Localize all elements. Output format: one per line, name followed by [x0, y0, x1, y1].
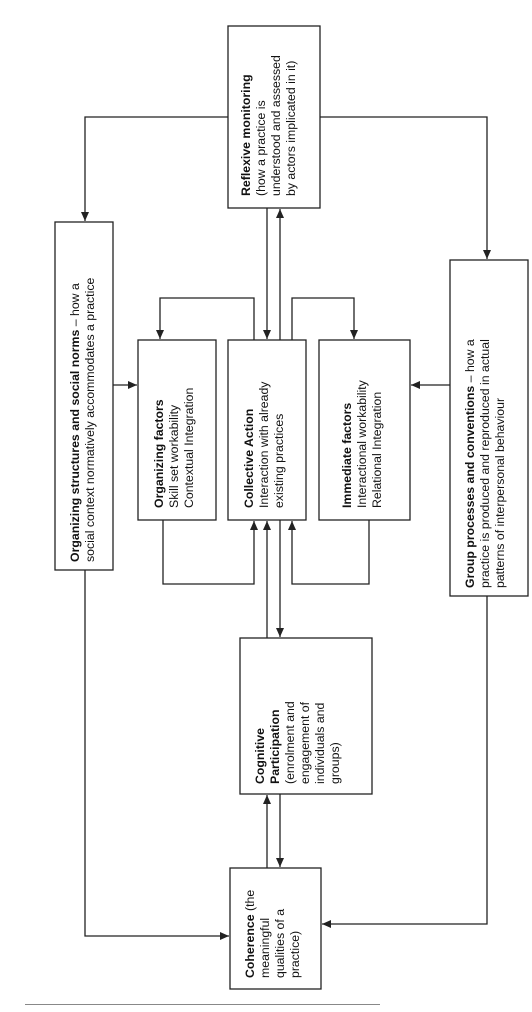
connector-reflexive-to-group-processes [320, 116, 491, 259]
coherence-text: Coherence (the meaningful qualities of a… [243, 886, 302, 978]
connector-group-processes-to-coherence [322, 596, 488, 928]
immediate-factors-box [318, 339, 411, 521]
organizing-structures-text: Organizing structures and social norms –… [68, 278, 97, 562]
organizing-factors-text: Organizing factors Skill set workability… [152, 388, 196, 508]
organizing-structures-box [54, 221, 114, 571]
connector-collective-to-organizing-factors-top [156, 297, 255, 340]
collective-action-text: Collective Action Interaction with alrea… [242, 378, 286, 508]
cognitive-participation-box [239, 637, 373, 795]
connector-collective-to-immediate-factors-top [291, 297, 358, 340]
bottom-rule [25, 1004, 380, 1005]
group-processes-box [449, 259, 529, 597]
coherence-box [229, 867, 322, 990]
reflexive-monitoring-text: Reflexive monitoring (how a practice is … [239, 52, 298, 196]
collective-action-box [227, 339, 307, 521]
connector-organizing-factors-to-collective-bottom [162, 520, 258, 585]
connector-immediate-factors-to-collective-bottom [288, 520, 370, 585]
group-processes-text: Group processes and conventions – how a … [463, 336, 507, 588]
connector-organizing-structures-to-coherence [84, 570, 229, 940]
reflexive-monitoring-box [227, 25, 321, 209]
immediate-factors-text: Immediate factors Interactional workabil… [340, 377, 384, 508]
cognitive-participation-text: Cognitive Participation (enrolment and e… [253, 698, 342, 784]
connector-reflexive-to-organizing-structures [81, 116, 228, 221]
organizing-factors-box [137, 339, 217, 521]
